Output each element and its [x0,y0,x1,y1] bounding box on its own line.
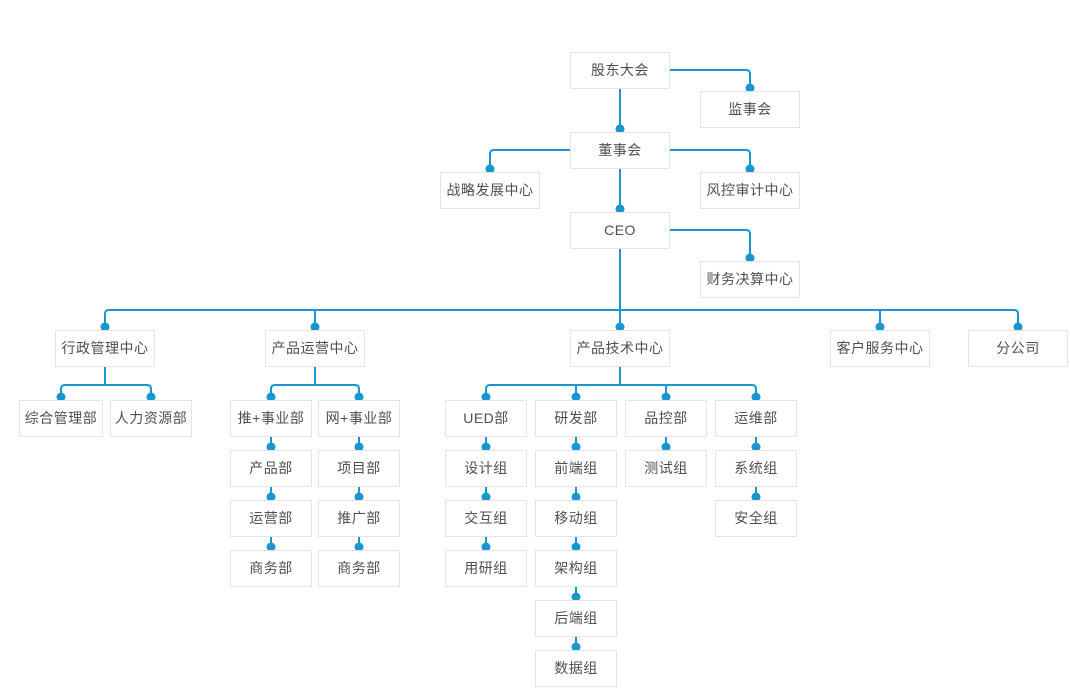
org-node-finance-center: 财务决算中心 [700,261,800,298]
org-node-risk-audit-center: 风控审计中心 [700,172,800,209]
org-node-mobile-group: 移动组 [535,500,617,537]
org-node-general-mgmt-dept: 综合管理部 [19,400,103,437]
org-node-product-dept: 产品部 [230,450,312,487]
org-node-user-research-group: 用研组 [445,550,527,587]
connector [670,69,751,88]
org-node-interaction-group: 交互组 [445,500,527,537]
org-node-supervisory-board: 监事会 [700,91,800,128]
connector [670,149,751,169]
org-node-tui-division: 推+事业部 [230,400,312,437]
org-node-hr-dept: 人力资源部 [110,400,192,437]
org-node-data-group: 数据组 [535,650,617,687]
connector [485,384,757,397]
org-node-ceo: CEO [570,212,670,249]
org-node-shareholders-meeting: 股东大会 [570,52,670,89]
org-node-admin-center: 行政管理中心 [55,330,155,367]
org-node-wang-division: 网+事业部 [318,400,400,437]
org-node-system-group: 系统组 [715,450,797,487]
connector [104,309,1019,327]
org-node-operations-dept: 运营部 [230,500,312,537]
org-node-product-tech-center: 产品技术中心 [570,330,670,367]
org-node-branch-company: 分公司 [968,330,1068,367]
org-node-business-dept-wang: 商务部 [318,550,400,587]
org-node-security-group: 安全组 [715,500,797,537]
org-node-project-dept: 项目部 [318,450,400,487]
org-node-customer-service-center: 客户服务中心 [830,330,930,367]
connector [489,149,570,169]
org-node-promotion-dept: 推广部 [318,500,400,537]
org-node-rd-dept: 研发部 [535,400,617,437]
org-node-ued-dept: UED部 [445,400,527,437]
org-node-architecture-group: 架构组 [535,550,617,587]
org-node-backend-group: 后端组 [535,600,617,637]
org-node-design-group: 设计组 [445,450,527,487]
org-node-business-dept-tui: 商务部 [230,550,312,587]
connector [270,384,360,397]
org-node-testing-group: 测试组 [625,450,707,487]
org-node-board-of-directors: 董事会 [570,132,670,169]
org-node-frontend-group: 前端组 [535,450,617,487]
org-node-ops-dept: 运维部 [715,400,797,437]
org-node-qc-dept: 品控部 [625,400,707,437]
org-node-product-ops-center: 产品运营中心 [265,330,365,367]
connector [60,384,152,397]
org-node-strategy-center: 战略发展中心 [440,172,540,209]
connector [670,229,751,258]
